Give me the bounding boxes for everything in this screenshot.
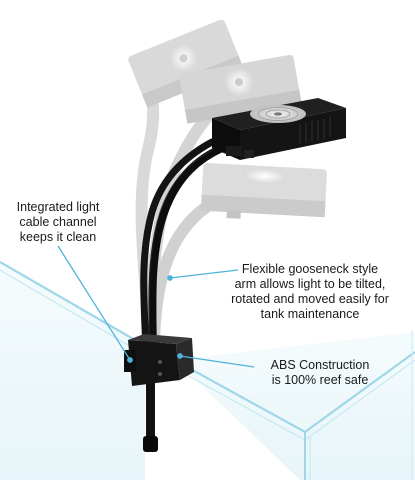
callout-line: keeps it clean xyxy=(19,230,97,244)
callout-line: arm allows light to be tilted, xyxy=(234,277,386,291)
pointer-dot xyxy=(177,353,183,359)
tank-glass-panel xyxy=(175,332,415,480)
callout-line: ABS Construction xyxy=(270,358,370,372)
pointer-line xyxy=(179,355,255,368)
callout-line: is 100% reef safe xyxy=(271,373,369,387)
pointer-dot xyxy=(127,357,133,363)
tank-rim-edge xyxy=(0,269,134,349)
callout-line: cable channel xyxy=(19,215,97,229)
fan-icon xyxy=(242,167,287,185)
gooseneck-arm xyxy=(140,138,226,354)
pointer-dot xyxy=(167,275,173,281)
light-fixture xyxy=(212,98,346,160)
callout-line: Flexible gooseneck style xyxy=(241,262,379,276)
vent-slots xyxy=(299,117,331,144)
callout-pointers xyxy=(57,245,255,368)
rod-end-cap xyxy=(143,436,158,452)
pointer-line xyxy=(57,245,131,361)
tank-clamp xyxy=(124,334,194,386)
callout-cable-channel: Integrated light cable channel keeps it … xyxy=(6,200,110,245)
clamp-screw xyxy=(158,360,162,364)
mounting-rod xyxy=(146,380,155,446)
callout-line: tank maintenance xyxy=(260,307,360,321)
callout-gooseneck-arm: Flexible gooseneck style arm allows ligh… xyxy=(210,262,410,322)
fan-icon xyxy=(250,105,306,123)
callout-line: rotated and moved easily for xyxy=(231,292,389,306)
callout-abs-construction: ABS Construction is 100% reef safe xyxy=(240,358,400,388)
callout-line: Integrated light xyxy=(16,200,100,214)
cable-connector xyxy=(226,146,242,156)
aquarium-tank xyxy=(0,261,415,480)
tank-rim-edge xyxy=(0,261,136,341)
pointer-line xyxy=(169,269,239,279)
tank-glass-panel xyxy=(0,262,145,480)
ghost-light-fixture xyxy=(179,54,302,124)
clamp-screw xyxy=(158,372,162,376)
ghost-light-fixture xyxy=(200,162,327,219)
